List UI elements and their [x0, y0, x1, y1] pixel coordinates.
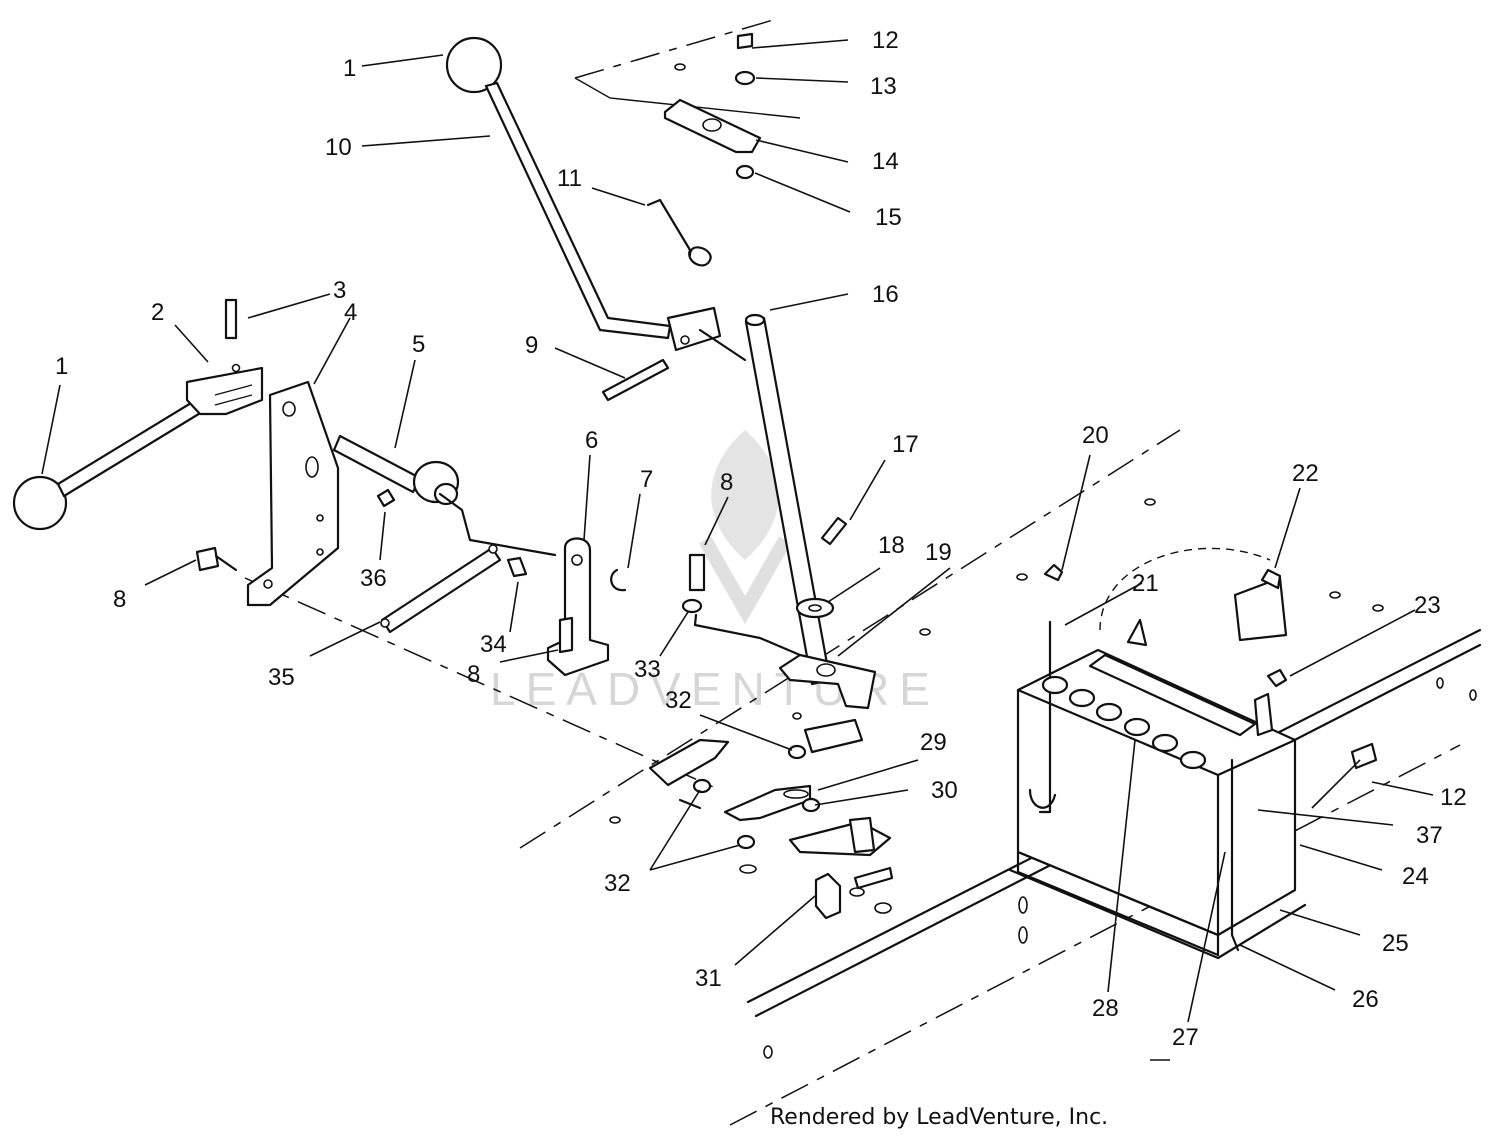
callout-13: 13	[870, 73, 897, 100]
clevis-bracket	[185, 366, 264, 416]
callout-6: 6	[585, 427, 598, 454]
callout-12a: 12	[872, 27, 899, 54]
callout-labels: 1 1 2 3 4 5 6 7 8 8 8 9 10 11 12 12 13 1…	[55, 27, 1467, 1051]
callout-34: 34	[480, 631, 507, 658]
callout-14: 14	[872, 148, 899, 175]
callout-10: 10	[325, 134, 352, 161]
callout-8b: 8	[113, 586, 126, 613]
callout-33: 33	[634, 656, 661, 683]
callout-1b: 1	[55, 353, 68, 380]
pin-3	[224, 298, 238, 340]
knob-left	[12, 475, 68, 531]
callout-32a: 32	[665, 687, 692, 714]
battery-assembly	[1008, 547, 1378, 960]
arm-bracket-assembly	[648, 553, 894, 920]
slotted-plate	[648, 738, 730, 787]
frame-holes	[609, 63, 1477, 1059]
bracket-6	[546, 537, 627, 677]
main-lever-assembly	[445, 36, 747, 402]
lever-plate	[666, 306, 722, 352]
callout-27: 27	[1172, 1024, 1199, 1051]
bolt-34	[506, 556, 528, 578]
callout-11: 11	[557, 165, 582, 192]
knob-top	[445, 36, 503, 94]
nut-32-left	[692, 778, 712, 794]
nut-32-top	[787, 744, 807, 760]
wing-nut-23	[1266, 668, 1288, 688]
flame-logo-icon	[711, 430, 779, 560]
nut-15	[735, 164, 755, 180]
callout-1a: 1	[343, 55, 356, 82]
callout-29: 29	[920, 729, 947, 756]
bolt-31	[814, 872, 842, 920]
arm-19	[778, 653, 877, 710]
callout-7: 7	[640, 466, 653, 493]
bolt-12-top	[736, 32, 754, 50]
callout-36: 36	[360, 565, 387, 592]
callout-19: 19	[925, 539, 952, 566]
callout-3: 3	[333, 277, 346, 304]
washer-13	[734, 70, 756, 86]
callout-8a: 8	[720, 469, 733, 496]
lever-rod-10	[484, 81, 672, 340]
frame-lines	[244, 17, 1482, 1126]
bracket-plate	[246, 380, 340, 607]
callout-20: 20	[1082, 422, 1109, 449]
callout-22: 22	[1292, 460, 1319, 487]
callout-8c: 8	[467, 661, 480, 688]
terminal-neg	[1253, 692, 1274, 737]
leader-lines	[41, 39, 1434, 1061]
callout-24: 24	[1402, 863, 1429, 890]
v-logo-icon	[698, 536, 792, 625]
callout-28: 28	[1092, 995, 1119, 1022]
callout-12b: 12	[1440, 784, 1467, 811]
callout-35: 35	[268, 664, 295, 691]
callout-26: 26	[1352, 986, 1379, 1013]
e-clip-7	[610, 568, 627, 592]
hold-down-bar	[1088, 653, 1257, 737]
callout-37: 37	[1416, 822, 1443, 849]
callout-9: 9	[525, 332, 538, 359]
callout-25: 25	[1382, 930, 1409, 957]
vertical-rod-assembly	[744, 313, 848, 686]
callout-17: 17	[892, 431, 919, 458]
callout-16: 16	[872, 281, 899, 308]
wing-nut-20	[1043, 563, 1064, 582]
callout-23: 23	[1414, 592, 1441, 619]
lever-rod-left	[56, 398, 204, 498]
bolt-8-mid	[558, 616, 574, 654]
callout-15: 15	[875, 204, 902, 231]
left-lever-assembly	[12, 298, 264, 531]
callout-21: 21	[1132, 570, 1159, 597]
terminal-cover-22	[1233, 576, 1288, 642]
spring-11	[646, 198, 712, 267]
link-35	[380, 546, 502, 634]
washer-33	[681, 598, 703, 614]
terminal-pos	[1126, 618, 1148, 647]
callout-2: 2	[151, 299, 164, 326]
plate-upper	[803, 718, 864, 754]
callout-4: 4	[344, 299, 357, 326]
callout-31: 31	[695, 965, 722, 992]
bolt-8-left	[195, 546, 220, 572]
callout-30: 30	[931, 777, 958, 804]
callout-5: 5	[412, 331, 425, 358]
callout-18: 18	[878, 532, 905, 559]
bolt-8-right	[688, 553, 706, 592]
footer-credit: Rendered by LeadVenture, Inc.	[770, 1105, 1108, 1130]
pin-9	[601, 358, 670, 402]
nut-32-bottom	[736, 834, 756, 850]
top-bracket-assembly	[663, 32, 762, 180]
shaft-assembly	[195, 434, 557, 634]
pin-17	[820, 516, 848, 546]
nut-36	[376, 488, 396, 508]
callout-32b: 32	[604, 870, 631, 897]
shaft-5	[332, 434, 422, 494]
